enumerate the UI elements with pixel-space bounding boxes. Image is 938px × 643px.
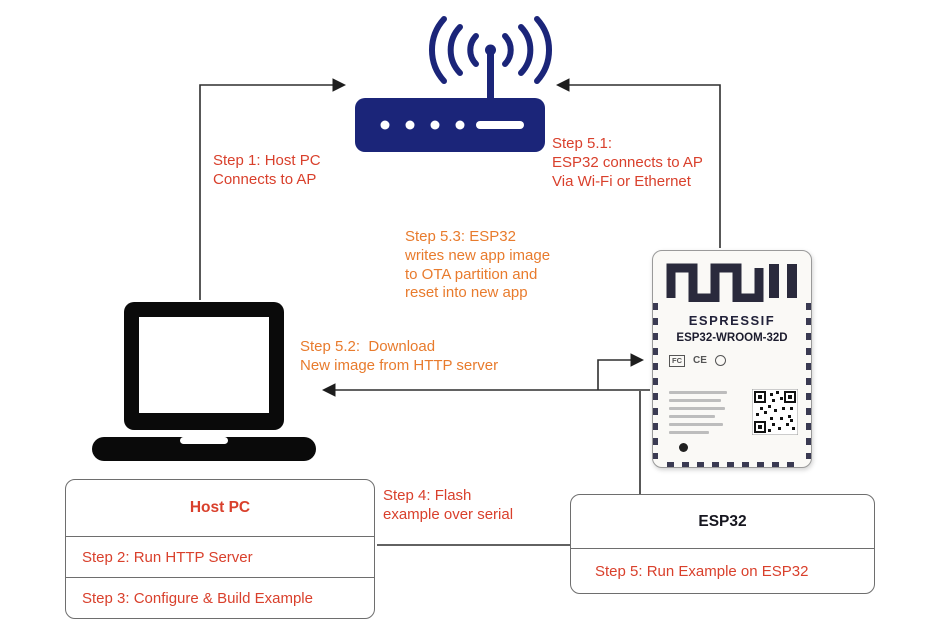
pcb-antenna-trace-icon: [666, 263, 797, 302]
qr-code-icon: [752, 389, 798, 435]
esp32-model-text: ESP32-WROOM-32D: [676, 332, 788, 344]
router-leds-icon: [380, 120, 524, 130]
host-pc-box-title: Host PC: [189, 499, 251, 516]
step1-label: Step 1: Host PC Connects to AP: [213, 152, 321, 188]
laptop-icon: [92, 302, 316, 461]
step5-3-label: Step 5.3: ESP32 writes new app image to …: [405, 228, 551, 302]
step5-2-label: Step 5.2: Download New image from HTTP s…: [300, 338, 499, 374]
certification-marks: FC CE: [669, 355, 726, 367]
esp32-box-title: ESP32: [698, 512, 747, 530]
host-pc-box: Host PC Step 2: Run HTTP Server Step 3: …: [65, 479, 375, 619]
esp32-module: ESPRESSIF ESP32-WROOM-32D FC CE: [652, 250, 812, 468]
esp32-box: ESP32 Step 5: Run Example on ESP32: [570, 494, 875, 594]
step5-3-arrow: [597, 353, 645, 390]
pcb-dot-icon: [679, 443, 688, 452]
step5-1-arrow: [555, 78, 721, 248]
fcc-mark-icon: FC: [669, 355, 685, 367]
host-pc-step3-row: Step 3: Configure & Build Example: [66, 577, 374, 618]
cert-circle-icon: [714, 355, 726, 367]
esp32-step5-row: Step 5: Run Example on ESP32: [571, 548, 874, 593]
castellation-left-icon: [653, 303, 658, 459]
host-pc-step2-row: Step 2: Run HTTP Server: [66, 536, 374, 577]
wifi-waves-icon: [429, 16, 552, 84]
step1-arrow: [199, 78, 347, 300]
microtext-bars: [669, 391, 727, 434]
step5-1-label: Step 5.1: ESP32 connects to AP Via Wi-Fi…: [552, 135, 703, 190]
ce-mark-icon: CE: [693, 355, 707, 367]
wifi-router-icon: [355, 16, 552, 152]
step4-label: Step 4: Flash example over serial: [383, 487, 514, 523]
castellation-bottom-icon: [667, 462, 797, 467]
espressif-logo-text: ESPRESSIF: [688, 313, 776, 328]
castellation-right-icon: [806, 303, 811, 459]
